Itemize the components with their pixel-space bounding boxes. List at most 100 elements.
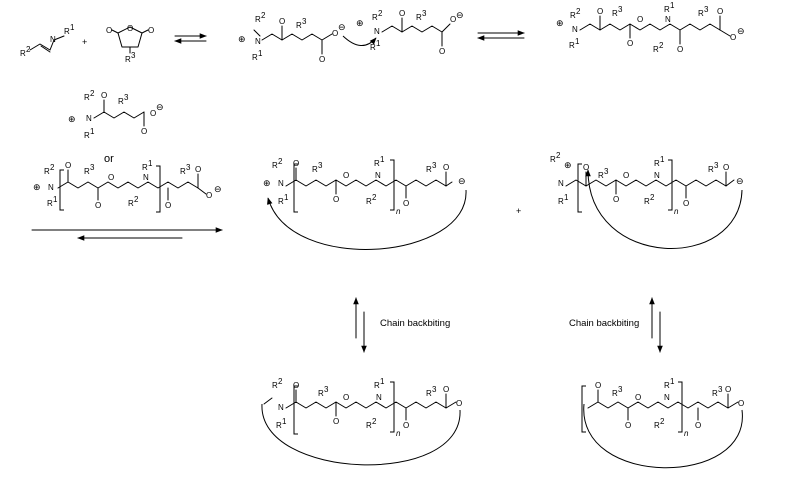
svg-text:R: R: [47, 199, 53, 208]
svg-text:n: n: [396, 207, 401, 216]
svg-text:O: O: [439, 47, 445, 56]
svg-text:2: 2: [576, 7, 581, 16]
svg-text:⊕: ⊕: [33, 183, 41, 193]
svg-text:O: O: [725, 385, 731, 394]
svg-text:3: 3: [302, 17, 307, 26]
svg-text:R: R: [644, 197, 650, 206]
svg-text:⊖: ⊖: [214, 185, 222, 195]
svg-text:O: O: [333, 195, 339, 204]
svg-text:3: 3: [124, 93, 129, 102]
svg-text:O: O: [677, 45, 683, 54]
svg-text:2: 2: [659, 41, 664, 50]
svg-text:O: O: [195, 165, 201, 174]
svg-text:O: O: [108, 173, 114, 182]
svg-text:R: R: [612, 9, 618, 18]
svg-text:R: R: [252, 53, 258, 62]
svg-text:R: R: [44, 167, 50, 176]
svg-text:N: N: [278, 179, 284, 188]
svg-text:n: n: [674, 207, 679, 216]
svg-text:2: 2: [650, 193, 655, 202]
zwitterion-monomer: ⊕ R 2 N R 1 O R 3 O O ⊖: [68, 89, 164, 140]
svg-text:1: 1: [660, 155, 665, 164]
svg-text:O: O: [717, 7, 723, 16]
svg-text:2: 2: [134, 195, 139, 204]
svg-text:R: R: [372, 13, 378, 22]
svg-text:1: 1: [90, 127, 95, 136]
svg-text:N: N: [376, 393, 382, 402]
svg-text:1: 1: [380, 155, 385, 164]
svg-text:R: R: [569, 41, 575, 50]
svg-text:3: 3: [618, 385, 623, 394]
svg-text:3: 3: [324, 385, 329, 394]
svg-text:R: R: [374, 381, 380, 390]
svg-text:1: 1: [70, 23, 75, 32]
atom-n: N: [50, 35, 56, 44]
svg-text:O: O: [635, 393, 641, 402]
oligomer-cyclizing-right: R 2 ⊕ N R 1 O R 3 O O R 2 N R 1 n O R 3 …: [550, 151, 744, 249]
svg-text:O: O: [637, 15, 643, 24]
svg-text:O: O: [332, 29, 338, 38]
label-r1: R: [64, 27, 70, 36]
svg-text:N: N: [665, 15, 671, 24]
svg-text:O: O: [623, 171, 629, 180]
svg-text:1: 1: [282, 417, 287, 426]
svg-text:R: R: [664, 381, 670, 390]
svg-text:N: N: [374, 27, 380, 36]
svg-text:R: R: [374, 159, 380, 168]
svg-text:R: R: [318, 389, 324, 398]
plus-sign-2: +: [516, 206, 521, 216]
plus-sign-1: +: [82, 37, 87, 47]
svg-text:R: R: [272, 381, 278, 390]
svg-text:2: 2: [556, 151, 561, 160]
svg-text:O: O: [625, 421, 631, 430]
svg-text:O: O: [343, 171, 349, 180]
svg-text:O: O: [65, 161, 71, 170]
svg-text:3: 3: [604, 167, 609, 176]
svg-text:1: 1: [376, 39, 381, 48]
svg-text:O: O: [695, 421, 701, 430]
chain-backbiting-label-right: Chain backbiting: [569, 318, 639, 329]
svg-text:3: 3: [318, 161, 323, 170]
svg-text:R: R: [366, 197, 372, 206]
oligomer-cyclizing-middle: ⊕ R 2 N R 1 O R 3 O O R 2 N R 1 n O R 3 …: [263, 155, 467, 250]
zwitterion-second-imine: ⊕ R 2 N R 1 O R 3 O O ⊖: [356, 9, 464, 56]
svg-text:N: N: [375, 171, 381, 180]
svg-text:R: R: [426, 165, 432, 174]
svg-text:R: R: [276, 421, 282, 430]
svg-text:1: 1: [564, 193, 569, 202]
svg-text:O: O: [106, 26, 112, 35]
svg-text:O: O: [319, 55, 325, 64]
svg-text:R: R: [296, 21, 302, 30]
svg-text:⊖: ⊖: [456, 11, 464, 21]
svg-text:O: O: [613, 195, 619, 204]
svg-text:R: R: [654, 159, 660, 168]
svg-text:R: R: [20, 49, 26, 58]
svg-text:1: 1: [284, 193, 289, 202]
svg-text:O: O: [206, 191, 212, 200]
svg-text:3: 3: [618, 5, 623, 14]
svg-text:R: R: [125, 55, 131, 64]
svg-text:N: N: [558, 179, 564, 188]
svg-text:N: N: [255, 37, 261, 46]
svg-text:R: R: [84, 93, 90, 102]
svg-text:3: 3: [186, 163, 191, 172]
svg-text:O: O: [165, 201, 171, 210]
svg-text:O: O: [127, 24, 133, 33]
svg-text:N: N: [86, 114, 92, 123]
svg-text:O: O: [293, 159, 299, 168]
svg-text:2: 2: [660, 417, 665, 426]
svg-text:O: O: [399, 9, 405, 18]
svg-text:O: O: [141, 127, 147, 136]
svg-text:R: R: [570, 11, 576, 20]
svg-text:O: O: [595, 381, 601, 390]
reactant-imine: N R 1 R 2: [20, 23, 75, 58]
svg-text:R: R: [712, 389, 718, 398]
svg-text:R: R: [118, 97, 124, 106]
svg-text:1: 1: [575, 37, 580, 46]
svg-text:R: R: [84, 167, 90, 176]
svg-text:2: 2: [278, 157, 283, 166]
svg-text:O: O: [443, 385, 449, 394]
svg-text:O: O: [150, 109, 156, 118]
svg-text:O: O: [730, 33, 736, 42]
